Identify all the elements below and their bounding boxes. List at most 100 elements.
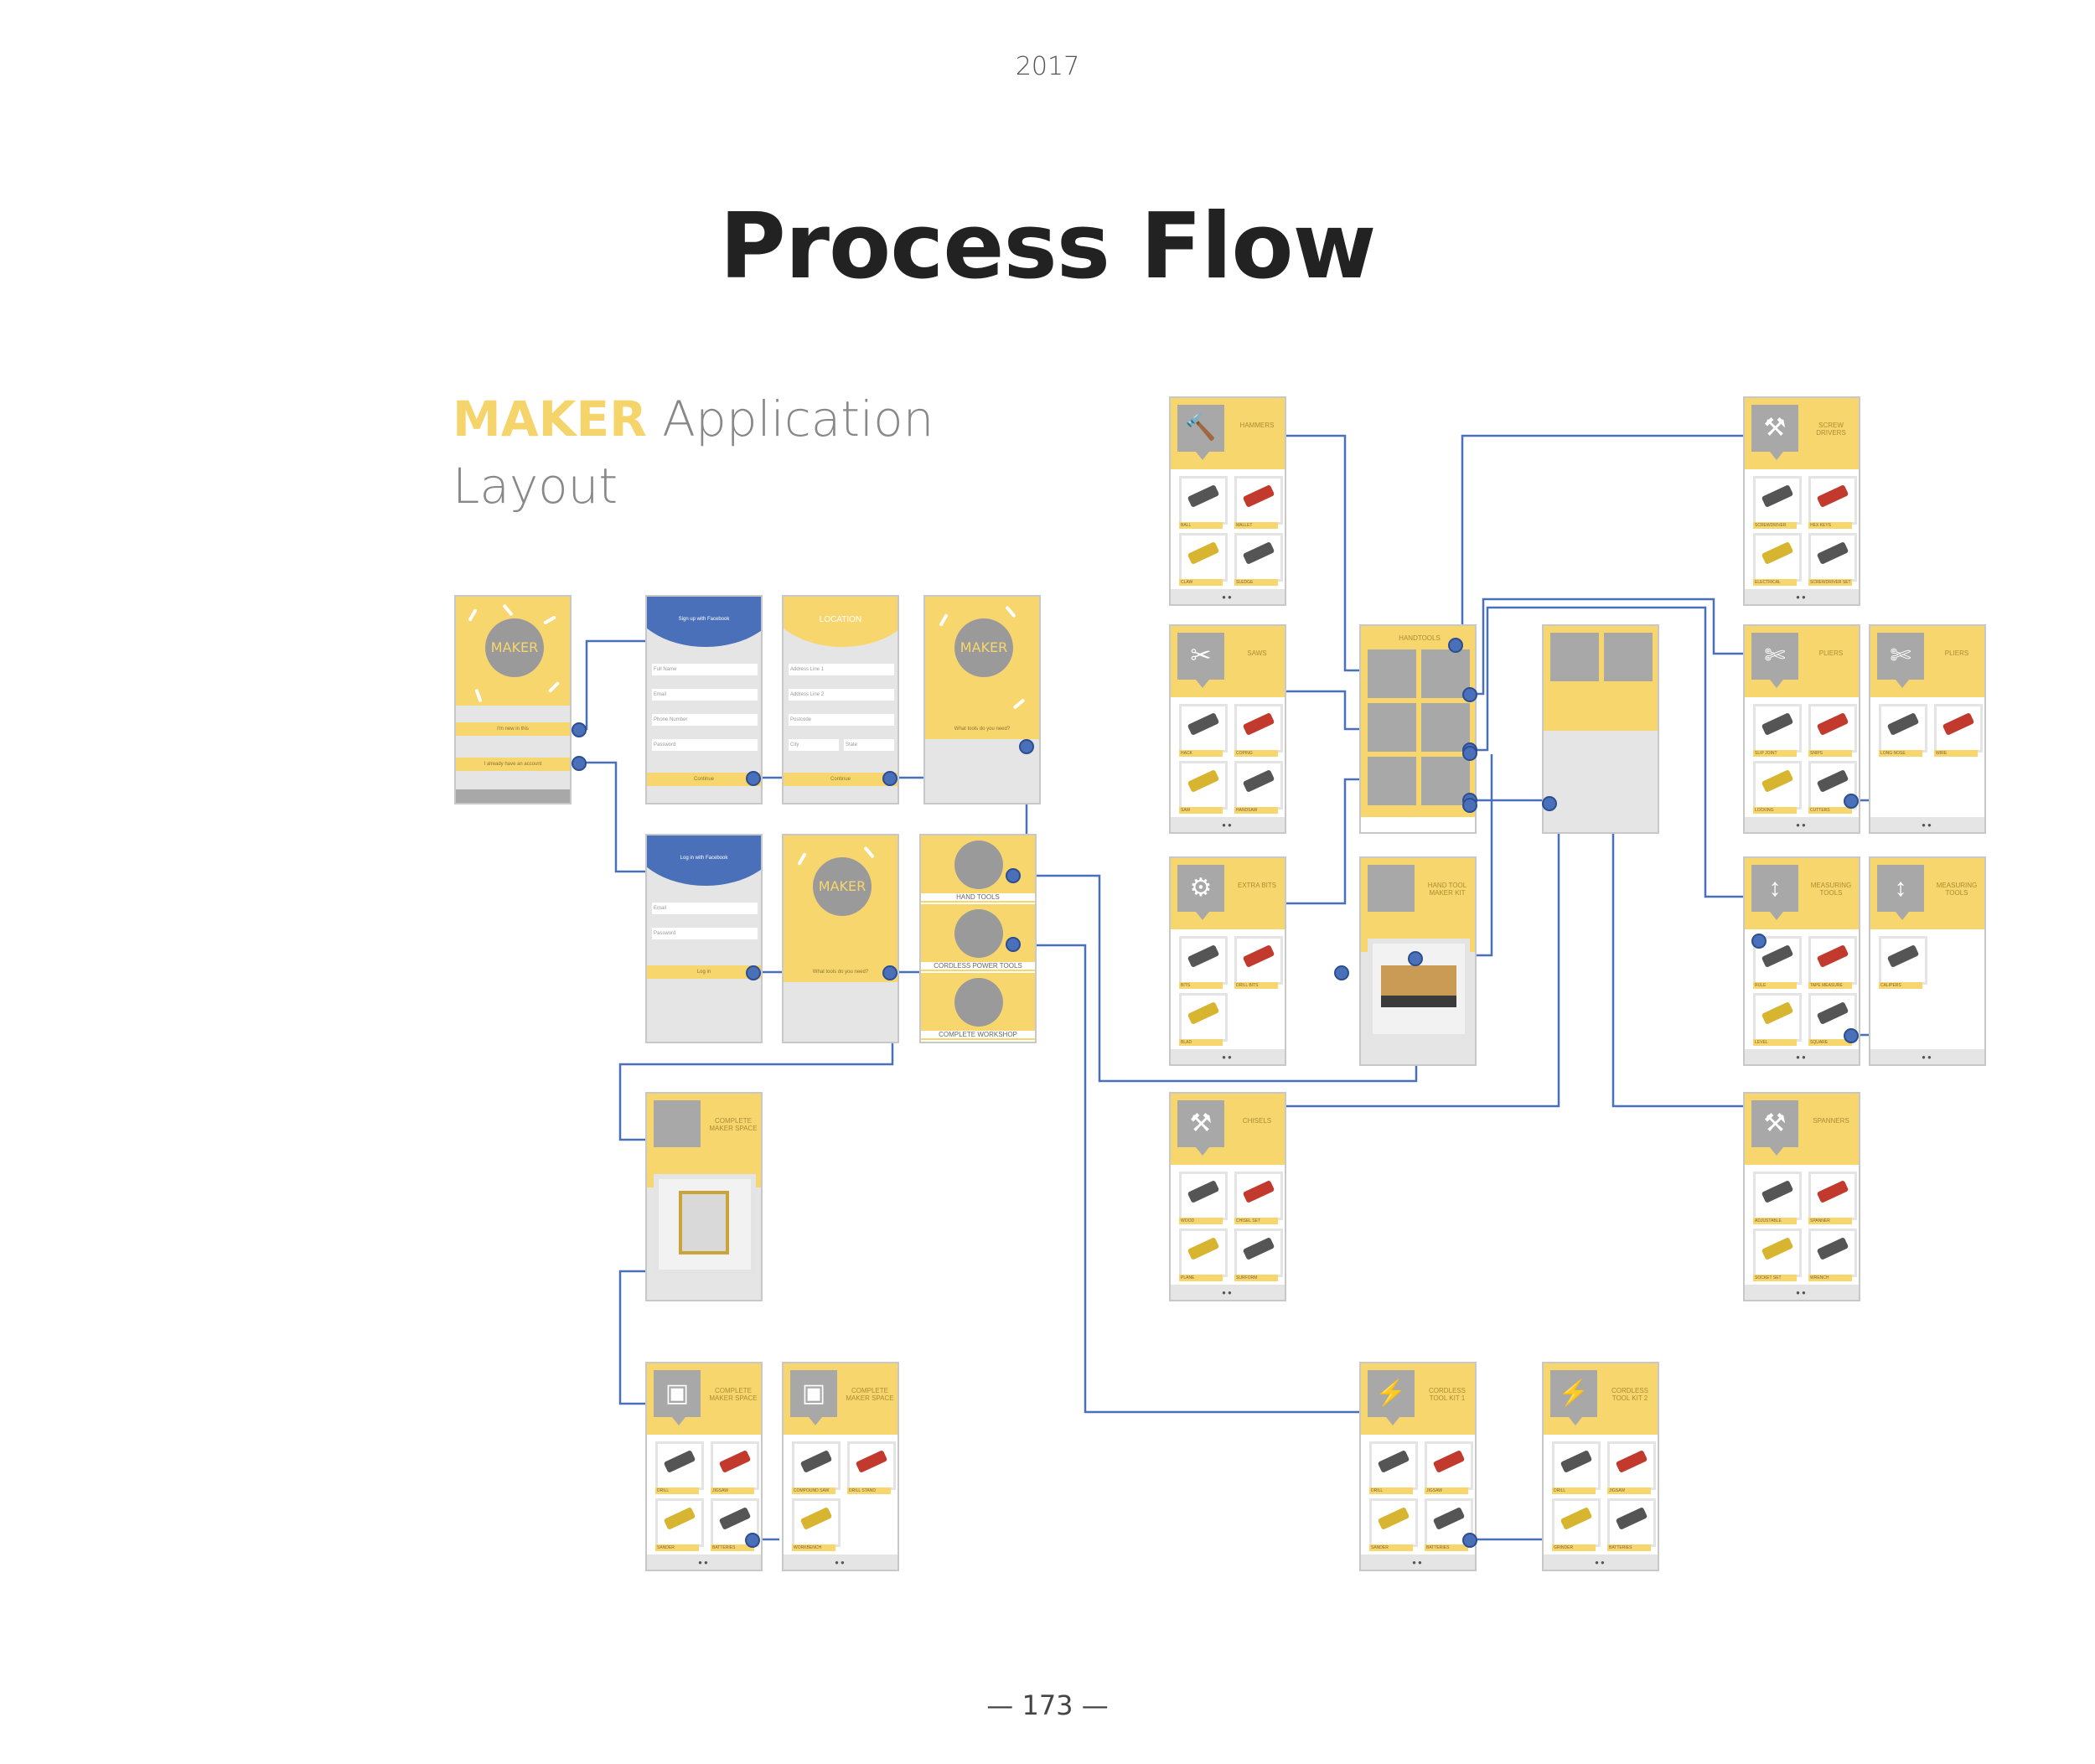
link-handle[interactable] [1334, 965, 1349, 980]
link-handle[interactable] [1462, 1533, 1477, 1548]
link-handle[interactable] [1006, 868, 1021, 883]
city-field[interactable]: City [789, 739, 839, 751]
page-dots[interactable]: ●● [835, 1559, 846, 1566]
category-workshop[interactable]: COMPLETE WORKSHOP [921, 973, 1035, 1040]
handtool-category-button[interactable] [1368, 757, 1416, 805]
page-dots[interactable]: ●● [1796, 1289, 1808, 1296]
tool-tile[interactable]: SNIPS [1808, 704, 1857, 757]
tool-tile[interactable]: LOCKING [1753, 761, 1802, 814]
tool-selector-button[interactable] [1550, 633, 1599, 681]
tool-tile[interactable]: SCREWDRIVER [1753, 476, 1802, 529]
tool-tile[interactable]: COPING [1234, 704, 1283, 757]
password-field[interactable]: Password [652, 739, 758, 751]
link-handle[interactable] [882, 965, 897, 980]
link-handle[interactable] [1462, 746, 1477, 761]
tool-tile[interactable]: PLANE [1179, 1229, 1228, 1281]
tool-tile[interactable]: DRILL [1369, 1441, 1418, 1494]
tool-tile[interactable]: HACK [1179, 704, 1228, 757]
handtool-category-button[interactable] [1421, 703, 1470, 752]
tool-tile[interactable]: MALLET [1234, 476, 1283, 529]
page-dots[interactable]: ●● [1595, 1559, 1606, 1566]
tool-tile[interactable]: DRILL [655, 1441, 704, 1494]
tool-tile[interactable]: SLEDGE [1234, 533, 1283, 586]
address1-field[interactable]: Address Line 1 [789, 664, 894, 675]
page-dots[interactable]: ●● [1412, 1559, 1424, 1566]
tool-tile[interactable]: CHISEL SET [1234, 1172, 1283, 1224]
tool-tile[interactable]: SLIP JOINT [1753, 704, 1802, 757]
page-dots[interactable]: ●● [1222, 1289, 1234, 1296]
tool-tile[interactable]: CALIPERS [1879, 936, 1927, 989]
page-dots[interactable]: ●● [1222, 821, 1234, 829]
postcode-field[interactable]: Postcode [789, 714, 894, 726]
login-email-field[interactable]: Email [652, 903, 758, 914]
page-dots[interactable]: ●● [1796, 1053, 1808, 1061]
what-tools-button[interactable]: What tools do you need? [925, 722, 1039, 736]
link-handle[interactable] [1408, 951, 1423, 966]
tool-tile[interactable]: WORKBENCH [792, 1498, 841, 1551]
state-field[interactable]: State [844, 739, 894, 751]
tool-tile[interactable]: TAPE MEASURE [1808, 936, 1857, 989]
page-dots[interactable]: ●● [1922, 821, 1933, 829]
page-dots[interactable]: ●● [1222, 1053, 1234, 1061]
tool-tile[interactable]: SOCKET SET [1753, 1229, 1802, 1281]
tool-tile[interactable]: SANDER [1369, 1498, 1418, 1551]
tool-tile[interactable]: SAW [1179, 761, 1228, 814]
tool-tile[interactable]: GRINDER [1552, 1498, 1601, 1551]
tool-tile[interactable]: HEX KEYS [1808, 476, 1857, 529]
handtool-category-button[interactable] [1368, 703, 1416, 752]
link-handle[interactable] [572, 722, 587, 737]
page-dots[interactable]: ●● [1796, 821, 1808, 829]
link-handle[interactable] [882, 771, 897, 786]
link-handle[interactable] [1462, 798, 1477, 813]
what-tools-button-2[interactable]: What tools do you need? [784, 965, 897, 979]
handtool-category-button[interactable] [1421, 649, 1470, 698]
tool-tile[interactable]: DRILL [1552, 1441, 1601, 1494]
location-continue-button[interactable]: Continue [784, 773, 897, 786]
tool-tile[interactable]: JIGSAW [1425, 1441, 1473, 1494]
phone-field[interactable]: Phone Number [652, 714, 758, 726]
tool-tile[interactable]: CLAW [1179, 533, 1228, 586]
page-dots[interactable]: ●● [698, 1559, 710, 1566]
tool-tile[interactable]: SANDER [655, 1498, 704, 1551]
login-facebook-button[interactable]: Log in with Facebook [680, 856, 728, 861]
new-user-button[interactable]: I'm new in this [456, 722, 570, 736]
tool-tile[interactable]: BLAD [1179, 993, 1228, 1046]
link-handle[interactable] [745, 1533, 760, 1548]
tool-tile[interactable]: HANDSAW [1234, 761, 1283, 814]
fullname-field[interactable]: Full Name [652, 664, 758, 675]
link-handle[interactable] [1844, 794, 1859, 809]
tool-tile[interactable]: BITS [1179, 936, 1228, 989]
tool-tile[interactable]: ELECTRICAL [1753, 533, 1802, 586]
link-handle[interactable] [746, 965, 761, 980]
link-handle[interactable] [1542, 796, 1557, 811]
tool-tile[interactable]: SURFORM [1234, 1229, 1283, 1281]
tool-tile[interactable]: WIRE [1934, 704, 1983, 757]
email-field[interactable]: Email [652, 689, 758, 701]
tool-tile[interactable]: BATTERIES [1607, 1498, 1656, 1551]
link-handle[interactable] [1019, 739, 1034, 754]
tool-tile[interactable]: COMPOUND SAW [792, 1441, 841, 1494]
signup-facebook-button[interactable]: Sign up with Facebook [678, 617, 730, 622]
handtool-category-button[interactable] [1421, 757, 1470, 805]
tool-tile[interactable]: JIGSAW [1607, 1441, 1656, 1494]
link-handle[interactable] [1462, 687, 1477, 702]
link-handle[interactable] [1006, 937, 1021, 952]
signup-continue-button[interactable]: Continue [647, 773, 761, 786]
link-handle[interactable] [1844, 1028, 1859, 1043]
tool-tile[interactable]: SPANNER [1808, 1172, 1857, 1224]
tool-tile[interactable]: SCREWDRIVER SET [1808, 533, 1857, 586]
link-handle[interactable] [1751, 934, 1767, 949]
tool-tile[interactable]: DRILL STAND [847, 1441, 896, 1494]
handtool-category-button[interactable] [1368, 649, 1416, 698]
tool-tile[interactable]: BATTERIES [1425, 1498, 1473, 1551]
tool-tile[interactable]: LEVEL [1753, 993, 1802, 1046]
page-dots[interactable]: ●● [1796, 593, 1808, 601]
login-password-field[interactable]: Password [652, 928, 758, 939]
tool-tile[interactable]: JIGSAW [711, 1441, 759, 1494]
page-dots[interactable]: ●● [1922, 1053, 1933, 1061]
tool-selector-button[interactable] [1604, 633, 1653, 681]
address2-field[interactable]: Address Line 2 [789, 689, 894, 701]
tool-tile[interactable]: DRILL BITS [1234, 936, 1283, 989]
login-button[interactable]: Log in [647, 965, 761, 979]
have-account-button[interactable]: I already have an account [456, 758, 570, 771]
